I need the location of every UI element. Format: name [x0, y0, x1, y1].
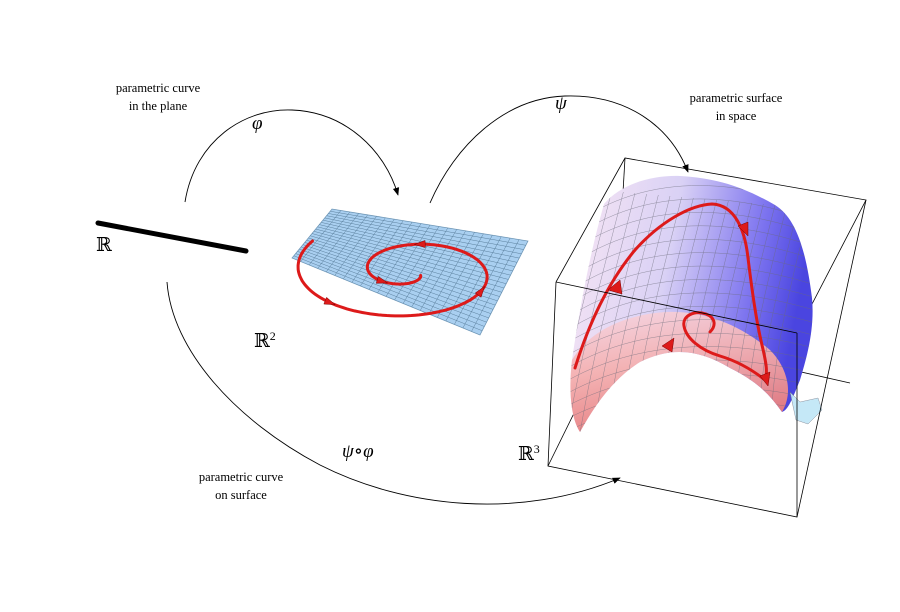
r2-label: ℝ2	[254, 329, 276, 353]
surface-caption-line-1: parametric surface	[689, 91, 783, 105]
plane-r2	[291, 208, 529, 336]
direction-arrow-icon	[474, 285, 486, 298]
direction-arrow-icon	[375, 275, 389, 284]
r3-base: ℝ	[518, 444, 534, 465]
plane-curve-caption-line-2: in the plane	[128, 99, 188, 113]
surface-caption: parametric surface in space	[668, 89, 804, 125]
plane-curve-caption: parametric curve in the plane	[96, 79, 220, 115]
r1-label: ℝ	[96, 235, 112, 256]
surface-curve-caption-line-1: parametric curve	[198, 470, 284, 484]
plane-curve-caption-line-1: parametric curve	[115, 81, 201, 95]
direction-arrow-icon	[323, 296, 336, 306]
surface-caption-line-2: in space	[715, 109, 757, 123]
plane-curve	[296, 239, 489, 318]
r3-label: ℝ3	[518, 442, 540, 466]
direction-arrow-icon	[413, 240, 426, 248]
surface-curve	[573, 202, 771, 387]
psi-arrow	[429, 95, 689, 204]
real-line	[95, 220, 249, 254]
composition-label: ψ∘φ	[342, 441, 374, 462]
phi-label: φ	[252, 113, 263, 134]
phi-arrow	[184, 109, 400, 203]
surface-curve-caption-line-2: on surface	[215, 488, 267, 502]
surface-curve-caption: parametric curve on surface	[178, 468, 304, 504]
r3-exponent: 3	[533, 442, 540, 456]
psi-label: ψ	[555, 93, 567, 114]
composition-arrow	[166, 281, 621, 505]
r2-exponent: 2	[269, 329, 276, 343]
r2-base: ℝ	[254, 331, 270, 352]
bounding-box-front	[547, 199, 867, 518]
